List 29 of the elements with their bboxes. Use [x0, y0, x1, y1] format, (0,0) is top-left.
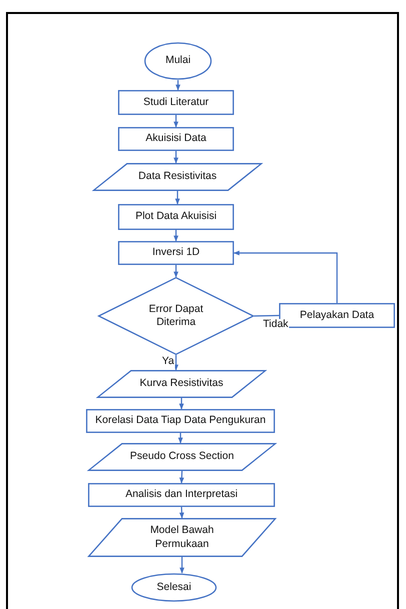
process-box: Studi Literatur	[118, 90, 234, 115]
edge-label: Ya	[161, 356, 176, 368]
data-parallelogram: Data Resistivitas	[93, 163, 262, 191]
arrow	[179, 506, 184, 519]
arrow	[179, 470, 184, 484]
decision-diamond: Error Dapat Diterima	[98, 277, 254, 355]
terminal-ellipse: Selesai	[131, 573, 217, 602]
arrow	[233, 250, 338, 303]
arrow	[174, 115, 178, 128]
arrow	[175, 191, 180, 205]
data-parallelogram: Pseudo Cross Section	[88, 443, 276, 471]
arrow	[174, 355, 178, 371]
edge-label: Tidak	[262, 319, 290, 331]
data-parallelogram: Model Bawah Permukaan	[88, 518, 276, 557]
process-box: Plot Data Akuisisi	[118, 204, 234, 230]
process-box: Akuisisi Data	[118, 127, 234, 151]
arrow	[174, 265, 178, 278]
connector-line	[254, 314, 280, 317]
data-parallelogram: Kurva Resistivitas	[97, 370, 266, 398]
terminal-ellipse: Mulai	[144, 42, 212, 80]
arrow	[180, 557, 184, 574]
arrow	[176, 80, 180, 91]
process-box: Korelasi Data Tiap Data Pengukuran	[86, 409, 275, 433]
process-box: Analisis dan Interpretasi	[88, 483, 275, 507]
arrow	[179, 398, 184, 410]
arrow	[178, 433, 183, 444]
arrow	[174, 151, 178, 164]
process-box: Inversi 1D	[118, 241, 234, 265]
arrow	[174, 230, 178, 242]
